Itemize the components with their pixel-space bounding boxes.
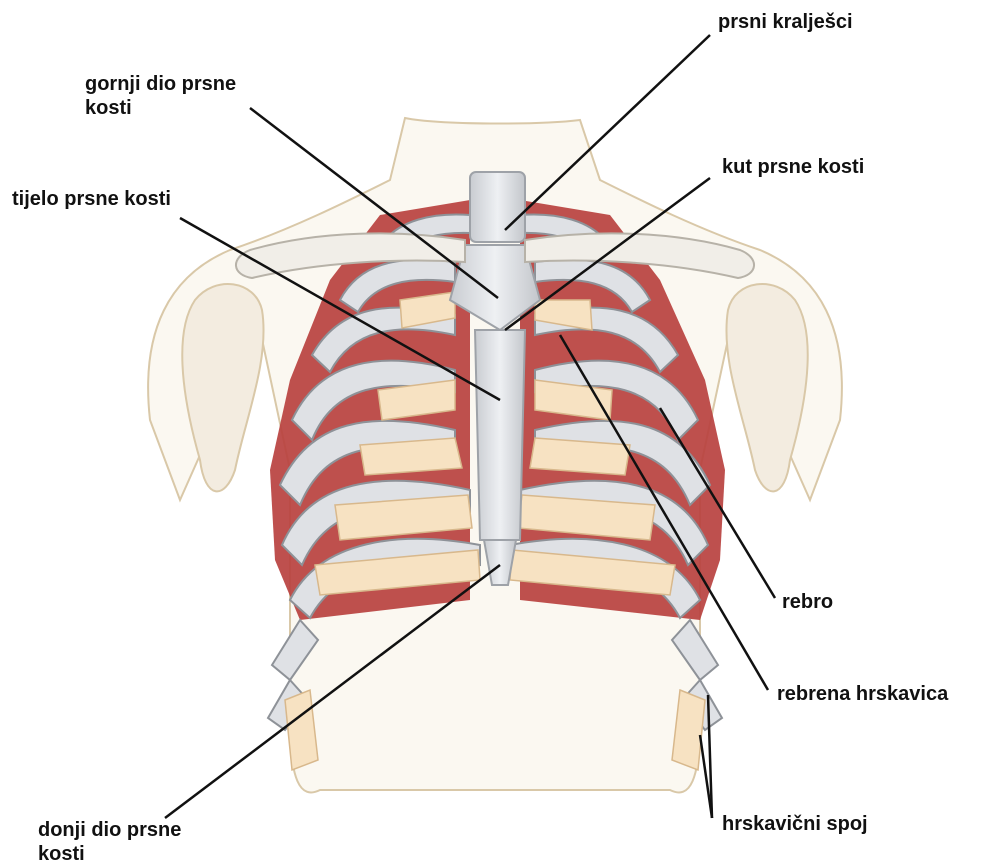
label-sternal-angle: kut prsne kosti <box>722 155 864 179</box>
vertebrae <box>470 172 525 242</box>
label-xiphoid: donji dio prsne kosti <box>38 818 181 866</box>
label-sternum-body: tijelo prsne kosti <box>12 187 171 211</box>
label-rib: rebro <box>782 590 833 614</box>
label-thoracic-vertebrae: prsni kralješci <box>718 10 853 34</box>
label-costal-cartilage: rebrena hrskavica <box>777 682 948 706</box>
label-manubrium: gornji dio prsne kosti <box>85 72 236 120</box>
label-cartilaginous-joint: hrskavični spoj <box>722 812 868 836</box>
sternum-body-shape <box>475 330 525 540</box>
